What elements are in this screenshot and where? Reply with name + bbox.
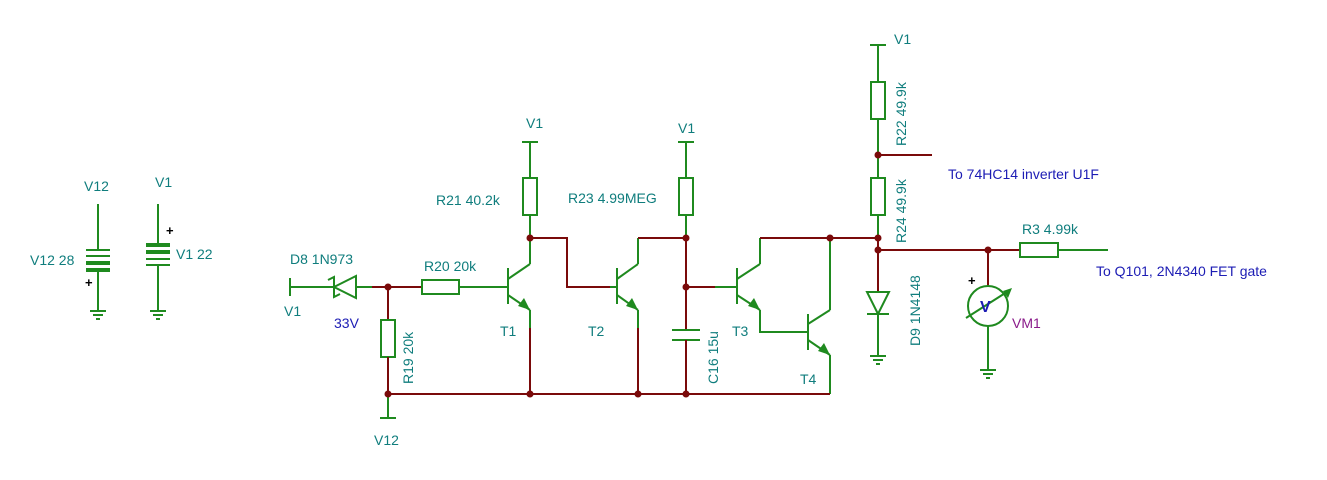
t4-label: T4 [800, 371, 817, 387]
v12-source-label: V12 28 [30, 252, 75, 268]
d8-label: D8 1N973 [290, 251, 353, 267]
v12-net-label: V12 [84, 178, 109, 194]
input-net-label: V1 [284, 303, 301, 319]
r19-label: R19 20k [400, 331, 416, 384]
junction-dots [384, 151, 992, 398]
fet-gate-note: To Q101, 2N4340 FET gate [1096, 263, 1267, 279]
resistor-r19 [380, 287, 396, 394]
v1-net-label: V1 [155, 174, 172, 190]
voltmeter-vm1 [965, 250, 1012, 379]
v12-bottom-net-label: V12 [374, 432, 399, 448]
r23-v1-net-label: V1 [678, 120, 695, 136]
vm1-label: VM1 [1012, 315, 1041, 331]
transistor-t1 [500, 238, 531, 328]
transistor-t3 [715, 238, 793, 333]
battery-v12 [86, 204, 110, 320]
r20-label: R20 20k [424, 258, 477, 274]
r24-label: R24 49.9k [893, 178, 909, 243]
v1-plus-sign: + [166, 223, 174, 238]
resistor-r22 [870, 44, 886, 155]
r22-v1-net-label: V1 [894, 31, 911, 47]
t2-label: T2 [588, 323, 605, 339]
resistor-r21 [522, 141, 538, 238]
v12-plus-sign: + [85, 275, 93, 290]
c16-label: C16 15u [705, 331, 721, 384]
inverter-note: To 74HC14 inverter U1F [948, 166, 1099, 182]
t1-label: T1 [500, 323, 517, 339]
t3-label: T3 [732, 323, 749, 339]
r23-label: R23 4.99MEG [568, 190, 657, 206]
resistor-r20 [421, 279, 500, 295]
v1-source-label: V1 22 [176, 246, 213, 262]
transistor-t4 [793, 238, 831, 394]
resistor-r3 [1019, 242, 1108, 258]
voltmeter-symbol: V [980, 299, 991, 316]
r3-label: R3 4.99k [1022, 221, 1079, 237]
capacitor-c16 [672, 287, 700, 394]
vm1-plus-sign: + [968, 273, 976, 288]
resistor-r23 [678, 141, 694, 238]
v12-bottom-terminal [380, 394, 396, 419]
transistor-t2 [610, 238, 639, 328]
diode-d9 [865, 250, 891, 365]
resistor-r24 [870, 155, 886, 238]
battery-v1 [146, 204, 170, 320]
d9-label: D9 1N4148 [907, 275, 923, 346]
d8-voltage-label: 33V [334, 315, 360, 331]
r22-label: R22 49.9k [893, 81, 909, 146]
zener-diode-d8 [318, 274, 372, 300]
r21-v1-net-label: V1 [526, 115, 543, 131]
input-terminal [289, 278, 318, 296]
r21-label: R21 40.2k [436, 192, 501, 208]
